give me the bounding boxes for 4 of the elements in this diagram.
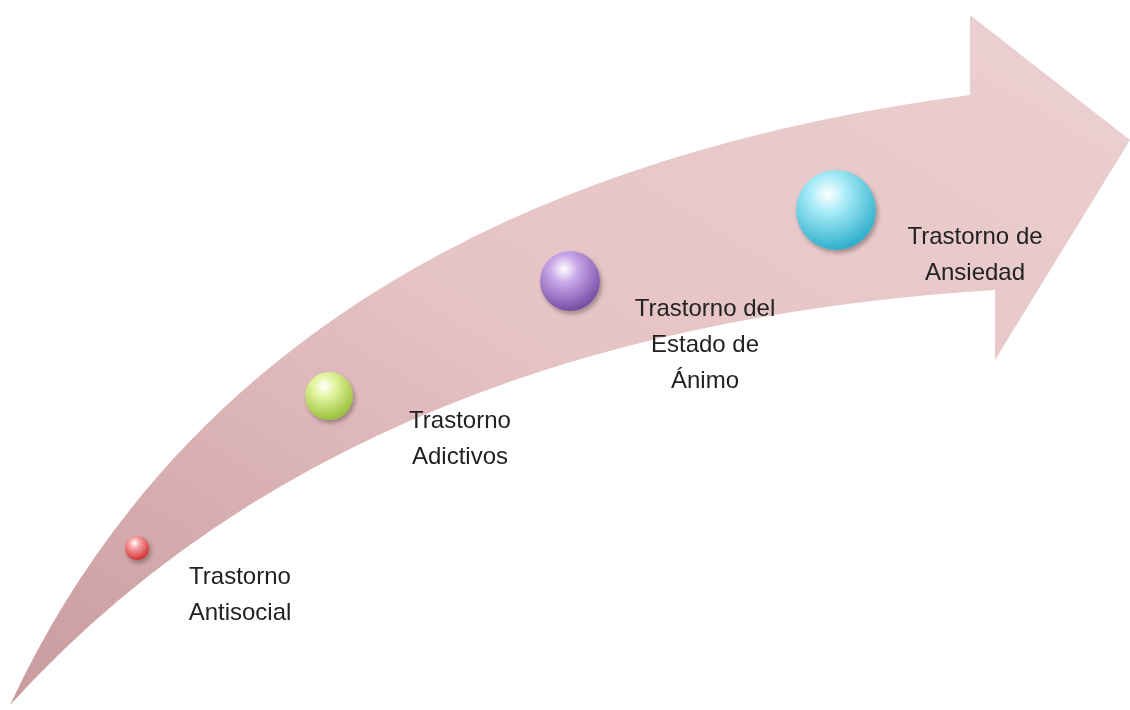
stage-label: Trastorno Adictivos bbox=[408, 405, 512, 471]
stage-label: Trastorno Antisocial bbox=[187, 561, 293, 627]
stage-label: Trastorno de Ansiedad bbox=[906, 221, 1044, 287]
stage-label: Trastorno del Estado de Ánimo bbox=[633, 293, 777, 395]
